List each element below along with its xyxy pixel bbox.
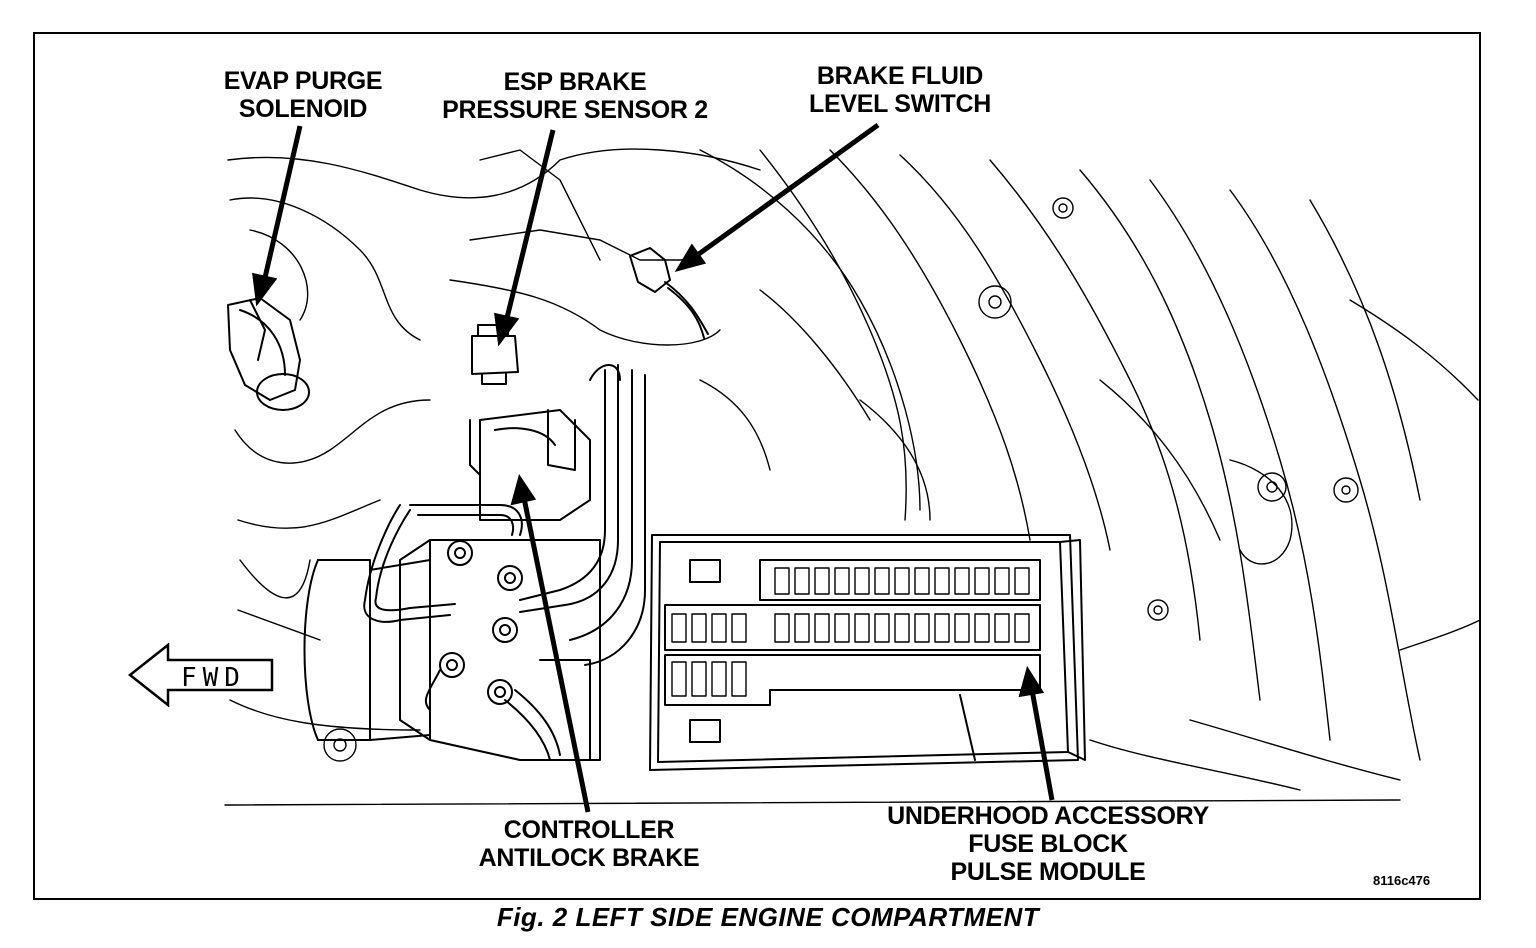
leader-abs-controller — [521, 497, 591, 813]
arrowhead-brake-fluid — [674, 243, 707, 273]
brake-lines — [363, 364, 646, 761]
bolt-heads — [323, 197, 1359, 762]
arrowhead-evap-purge — [252, 272, 278, 307]
callout-line: ESP BRAKE — [503, 68, 647, 96]
leader-lines — [252, 122, 1055, 813]
figure-border — [33, 32, 1481, 900]
fuse-block-part — [649, 534, 1086, 771]
callout-line: LEVEL SWITCH — [808, 90, 992, 118]
esp-pressure-sensor-part — [471, 324, 519, 385]
callout-line: FUSE BLOCK — [968, 830, 1128, 858]
callout-line: CONTROLLER — [503, 816, 675, 844]
callout-underhood-fuse-block: UNDERHOOD ACCESSORY FUSE BLOCK PULSE MOD… — [880, 802, 1216, 886]
leader-esp-sensor — [503, 129, 556, 323]
leader-brake-fluid — [694, 122, 880, 259]
callout-line: EVAP PURGE — [223, 67, 383, 95]
fuse-slots — [671, 567, 1030, 697]
callout-line: SOLENOID — [238, 95, 368, 123]
brake-fluid-switch-part — [629, 247, 709, 339]
fwd-arrow-icon: FWD — [127, 642, 274, 708]
arrowhead-esp-sensor — [494, 312, 520, 347]
engine-background-lines — [224, 148, 1481, 806]
arrowhead-abs-controller — [510, 474, 537, 506]
callout-line: BRAKE FLUID — [816, 62, 984, 90]
callout-esp-brake-pressure-sensor: ESP BRAKE PRESSURE SENSOR 2 — [436, 68, 714, 124]
callout-line: PULSE MODULE — [950, 858, 1146, 886]
figure-id: 8116c476 — [1373, 873, 1431, 888]
callout-brake-fluid-level-switch: BRAKE FLUID LEVEL SWITCH — [800, 62, 1000, 118]
callout-line: UNDERHOOD ACCESSORY — [887, 802, 1209, 830]
evap-purge-solenoid-part — [227, 297, 310, 411]
arrowhead-fuse-block — [1018, 665, 1045, 698]
leader-fuse-block — [1029, 689, 1055, 801]
callout-line: PRESSURE SENSOR 2 — [442, 96, 708, 124]
callout-controller-antilock-brake: CONTROLLER ANTILOCK BRAKE — [470, 816, 708, 872]
callout-evap-purge-solenoid: EVAP PURGE SOLENOID — [222, 67, 384, 123]
fwd-label: FWD — [181, 663, 246, 693]
leader-evap-purge — [261, 125, 303, 283]
callout-line: ANTILOCK BRAKE — [478, 844, 700, 872]
figure-caption: Fig. 2 LEFT SIDE ENGINE COMPARTMENT — [496, 902, 1040, 932]
abs-controller-part — [303, 409, 601, 761]
